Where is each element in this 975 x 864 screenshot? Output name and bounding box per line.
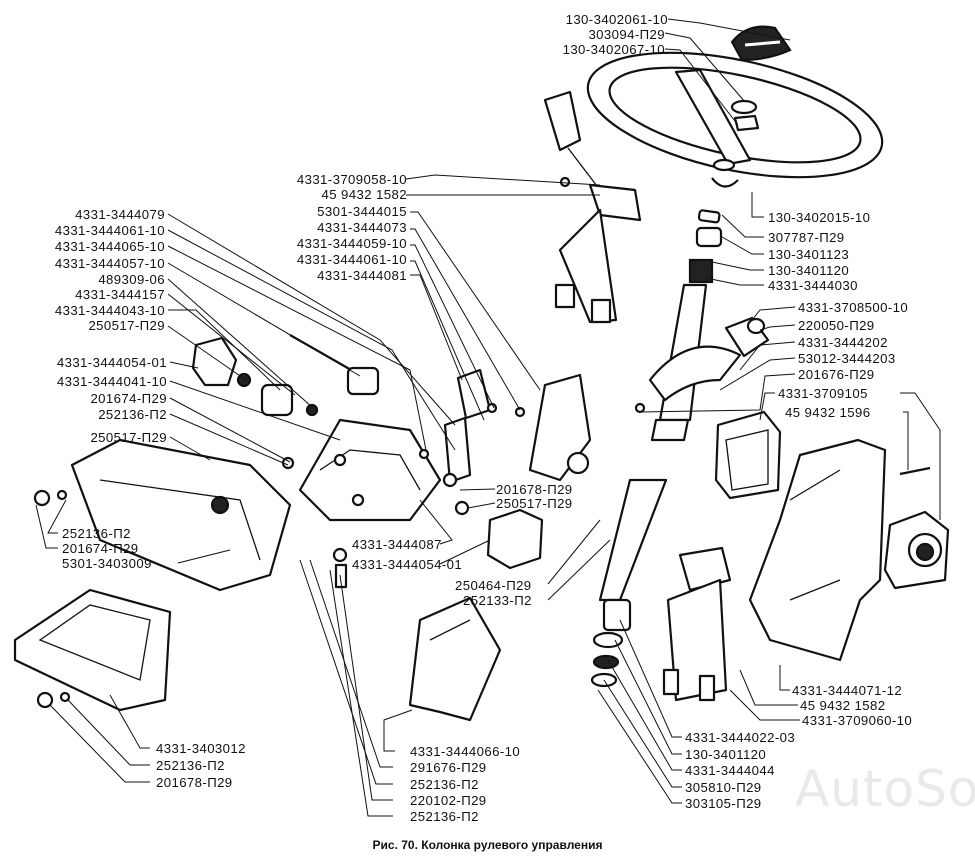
bolt-left <box>33 489 68 507</box>
callout-label: 4331-3444044 <box>685 763 775 778</box>
callout-label: 220102-П29 <box>410 793 487 808</box>
steering-wheel <box>586 51 884 188</box>
leader-lines <box>35 18 941 817</box>
callout-label: 4331-3444157 <box>75 287 165 302</box>
callout-label: 252136-П2 <box>410 809 479 824</box>
cover-panel <box>408 596 502 722</box>
callout-label: 4331-3444071-12 <box>792 683 903 698</box>
callout-label: 250517-П29 <box>496 496 573 511</box>
callout-label: 4331-3709060-10 <box>802 713 913 728</box>
callout-label: 4331-3444059-10 <box>296 236 407 251</box>
watermark: AutoSoft <box>795 760 975 818</box>
callout-label: 250517-П29 <box>90 430 167 445</box>
figure-caption: Рис. 70. Колонка рулевого управления <box>372 838 603 852</box>
callout-label: 4331-3709058-10 <box>296 172 407 187</box>
column-tube-sleeve <box>528 373 592 482</box>
adjust-knob-right <box>486 508 544 570</box>
hazard-switch <box>883 510 950 590</box>
callout-label: 250517-П29 <box>88 318 165 333</box>
horn-button-cap <box>730 25 792 62</box>
callout-label: 252133-П2 <box>463 593 532 608</box>
callout-label: 252136-П2 <box>62 526 131 541</box>
callout-label: 4331-3444054-01 <box>56 355 167 370</box>
tray-upper <box>70 438 292 592</box>
callout-label: 305810-П29 <box>685 780 762 795</box>
callout-label: 303105-П29 <box>685 796 762 811</box>
shroud-box <box>714 410 782 500</box>
switch-lever-upper <box>543 90 642 324</box>
callout-label: 45 9432 1596 <box>785 405 871 420</box>
callout-label: 130-3402015-10 <box>768 210 871 225</box>
callout-label: 4331-3444057-10 <box>54 256 165 271</box>
callout-label: 4331-3444081 <box>317 268 407 283</box>
callout-label: 250464-П29 <box>455 578 532 593</box>
callout-label: 303094-П29 <box>588 27 665 42</box>
callout-label: 4331-3444061-10 <box>296 252 407 267</box>
callout-label: 252136-П2 <box>410 777 479 792</box>
callout-label: 53012-3444203 <box>798 351 896 366</box>
callout-label: 4331-3444022-03 <box>685 730 796 745</box>
bolt-bottom <box>36 691 71 709</box>
callout-label: 4331-3709105 <box>778 386 868 401</box>
callout-label: 130-3401123 <box>768 247 850 262</box>
bolt-long <box>289 334 380 396</box>
callout-label: 252136-П2 <box>156 758 225 773</box>
callout-label: 130-3402067-10 <box>562 42 665 57</box>
callout-label: 130-3402061-10 <box>565 12 668 27</box>
callout-label: 201674-П29 <box>62 541 139 556</box>
adjust-knob-left <box>191 336 319 417</box>
tray-frame <box>13 588 172 712</box>
callout-label: 4331-3444065-10 <box>54 239 165 254</box>
callout-label: 4331-3444061-10 <box>54 223 165 238</box>
callout-label: 4331-3444202 <box>798 335 888 350</box>
callout-label: 4331-3444066-10 <box>410 744 521 759</box>
callout-label: 5301-3444015 <box>317 204 407 219</box>
callout-label: 489309-06 <box>98 272 165 287</box>
callout-label: 220050-П29 <box>798 318 875 333</box>
callout-label: 291676-П29 <box>410 760 487 775</box>
callout-label: 4331-3444030 <box>768 278 858 293</box>
callout-label: 4331-3444043-10 <box>54 303 165 318</box>
callout-label: 4331-3444054-01 <box>352 557 463 572</box>
callout-label: 4331-3444041-10 <box>56 374 167 389</box>
switch-lever-lower <box>662 546 732 702</box>
callout-label: 252136-П2 <box>98 407 167 422</box>
callout-label: 130-3401120 <box>768 263 850 278</box>
callout-label: 201678-П29 <box>156 775 233 790</box>
callout-label: 307787-П29 <box>768 230 845 245</box>
callout-label: 201674-П29 <box>90 391 167 406</box>
callout-label: 4331-3444087 <box>352 537 442 552</box>
callout-label: 4331-3444079 <box>75 207 165 222</box>
tilt-mechanism <box>298 418 442 522</box>
callout-label: 4331-3403012 <box>156 741 246 756</box>
callout-label: 5301-3403009 <box>62 556 152 571</box>
callout-label: 201676-П29 <box>798 367 875 382</box>
callout-label: 45 9432 1582 <box>800 698 886 713</box>
callout-label: 130-3401120 <box>685 747 767 762</box>
callout-label: 4331-3708500-10 <box>798 300 909 315</box>
column-bracket <box>648 345 742 402</box>
callout-label: 4331-3444073 <box>317 220 407 235</box>
ignition-switch <box>724 316 770 358</box>
screw <box>899 466 931 476</box>
callout-label: 45 9432 1582 <box>321 187 407 202</box>
callout-label: 201678-П29 <box>496 482 573 497</box>
column-shroud <box>748 438 887 662</box>
